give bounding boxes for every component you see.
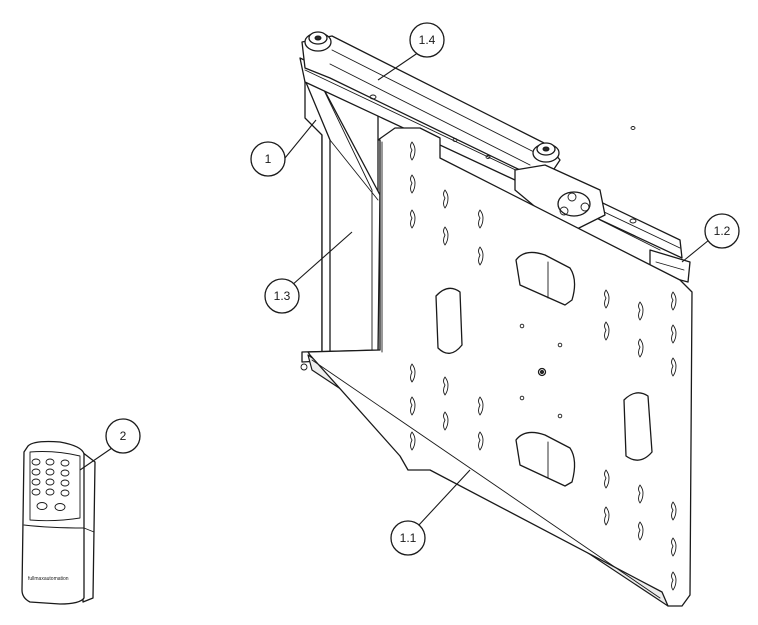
- plate-center-holes: [519, 323, 563, 419]
- callout-1-1-label: 1.1: [400, 531, 417, 545]
- callout-1: 1: [250, 141, 286, 177]
- plate-slots: [435, 251, 653, 487]
- callout-1-label: 1: [265, 152, 272, 166]
- callout-1-3: 1.3: [264, 278, 300, 314]
- callout-1-4-label: 1.4: [419, 33, 436, 47]
- tv-plate: [307, 127, 693, 607]
- top-arm: [299, 31, 691, 283]
- remote-control: fullmaxautomation: [21, 440, 96, 605]
- callout-1-3-label: 1.3: [274, 289, 291, 303]
- callout-1-4: 1.4: [409, 22, 445, 58]
- callout-2-label: 2: [120, 429, 127, 443]
- remote-brand-label: fullmaxautomation: [28, 576, 69, 582]
- callout-1-1: 1.1: [390, 520, 426, 556]
- remote-buttons: [31, 458, 70, 511]
- callout-2: 2: [105, 418, 141, 454]
- leader-lines: [79, 47, 710, 527]
- plate-keyholes: [410, 141, 677, 591]
- callout-1-2-label: 1.2: [714, 224, 731, 238]
- callout-1-2: 1.2: [704, 213, 740, 249]
